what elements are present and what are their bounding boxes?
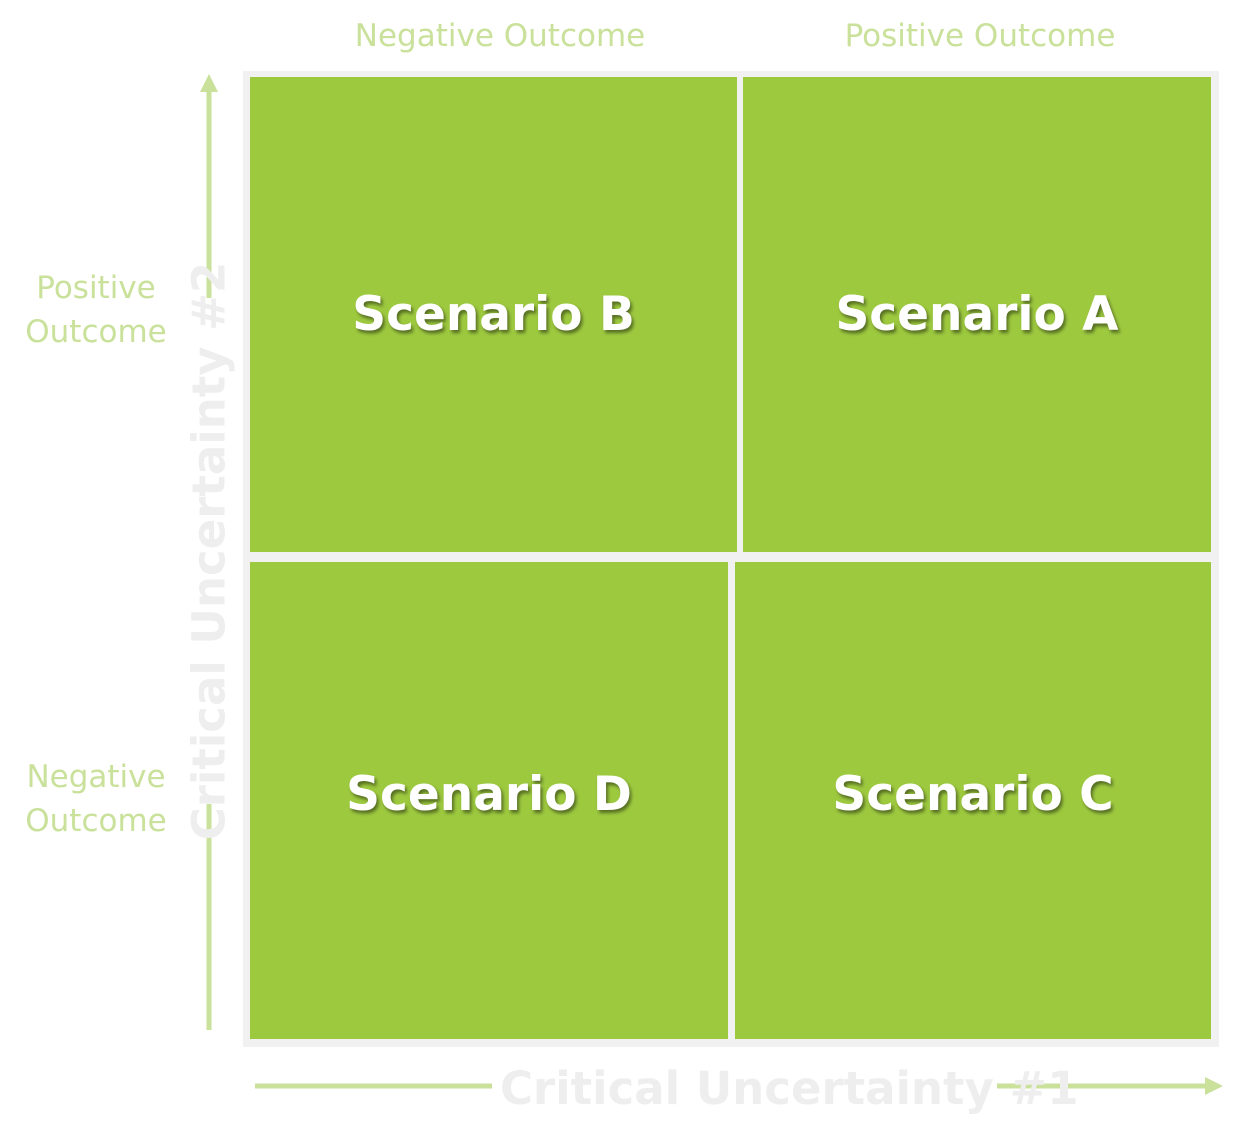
x-axis-title: Critical Uncertainty #1 <box>500 1062 1079 1115</box>
row-label-negative-outcome: Negative Outcome <box>10 755 182 843</box>
y-axis-arrow-head <box>200 74 218 92</box>
column-label-positive-outcome: Positive Outcome <box>844 18 1116 54</box>
scenario-c-label: Scenario C <box>832 767 1114 822</box>
quadrant-scenario-d: Scenario D <box>250 562 728 1039</box>
row-label-positive-line2: Outcome <box>25 314 167 350</box>
scenario-a-label: Scenario A <box>835 287 1119 342</box>
quadrant-scenario-a: Scenario A <box>743 77 1211 552</box>
y-axis-title: Critical Uncertainty #2 <box>182 261 236 841</box>
row-label-negative-line1: Negative <box>26 759 166 795</box>
row-label-negative-line2: Outcome <box>25 803 167 839</box>
scenario-d-label: Scenario D <box>346 767 632 822</box>
scenario-b-label: Scenario B <box>352 287 635 342</box>
quadrant-scenario-c: Scenario C <box>735 562 1211 1039</box>
quadrant-scenario-b: Scenario B <box>250 77 737 552</box>
arrow-group <box>200 74 1223 1095</box>
x-axis-arrow-head <box>1205 1077 1223 1095</box>
column-label-negative-outcome: Negative Outcome <box>354 18 646 54</box>
row-label-positive-outcome: Positive Outcome <box>10 266 182 354</box>
row-label-positive-line1: Positive <box>36 270 156 306</box>
scenario-matrix: Scenario B Scenario A Scenario D Scenari… <box>243 71 1219 1047</box>
